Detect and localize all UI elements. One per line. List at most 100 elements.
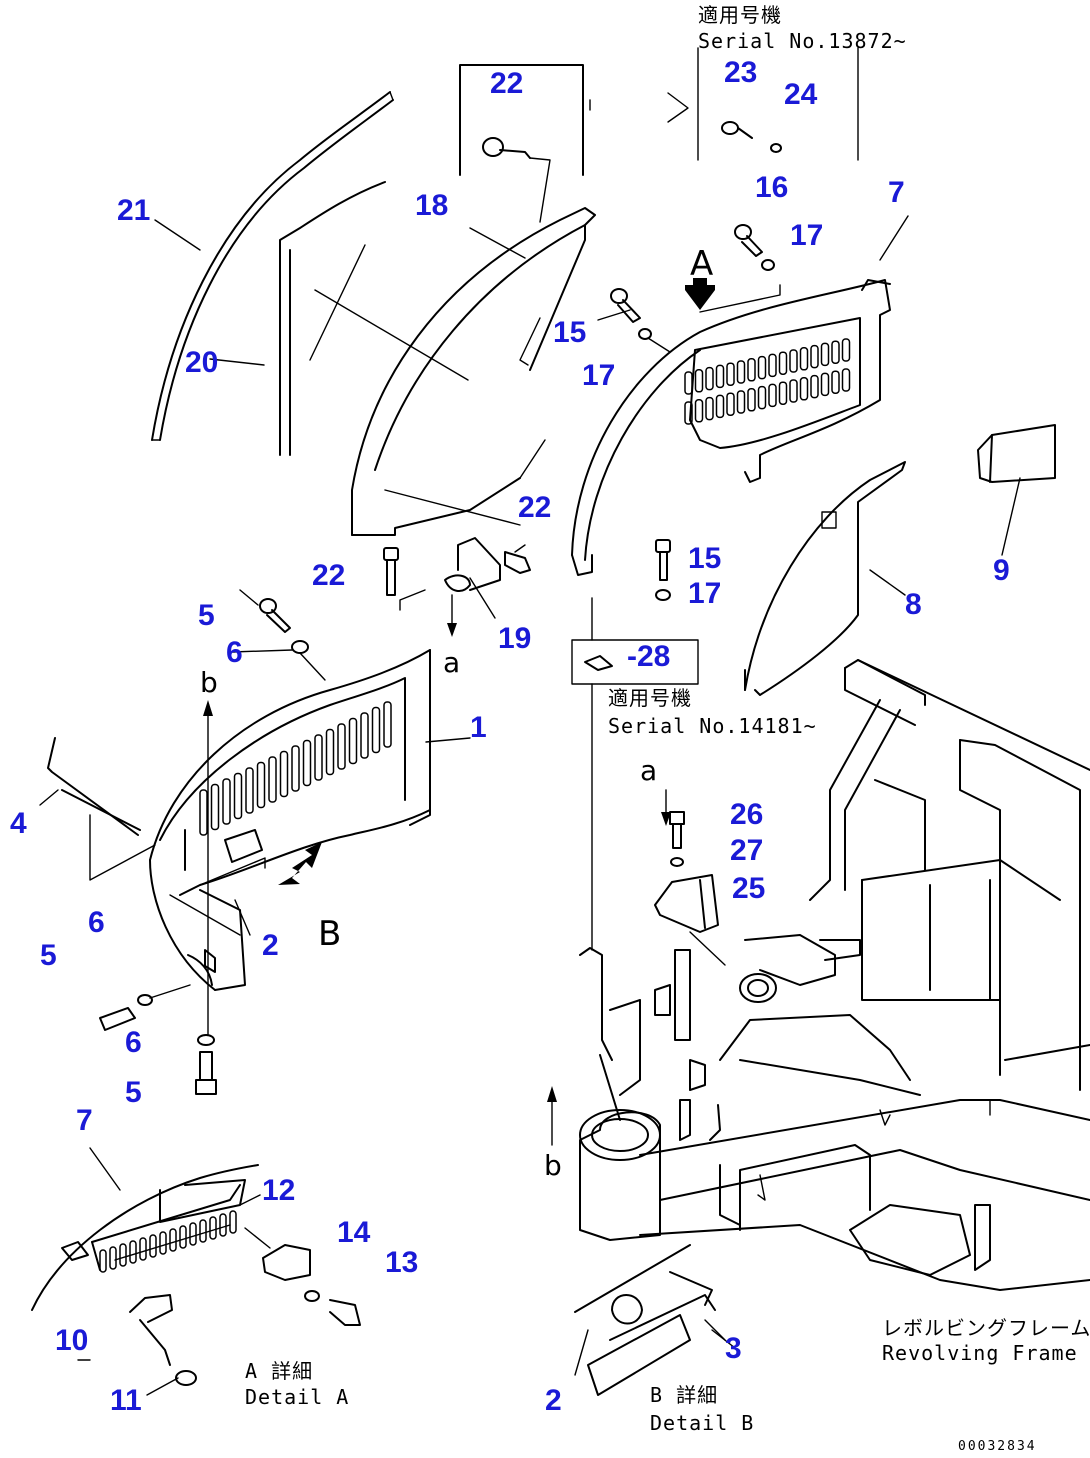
grille-slot (189, 1222, 197, 1246)
grille-slot (757, 355, 767, 380)
callout-leaders (39, 215, 1021, 1396)
serial-note-top-en: Serial No.13872~ (698, 29, 907, 53)
grille-slot (778, 381, 788, 405)
grille-slot (726, 392, 735, 416)
grille-slot (684, 371, 693, 395)
part-15-17-fasteners-lower (655, 539, 671, 601)
ref-letter-a-lower: a (640, 754, 657, 787)
callout-15b: 15 (688, 542, 721, 575)
grille-slot (291, 745, 300, 792)
grille-slot (119, 1243, 127, 1267)
callout-17c: 17 (688, 577, 721, 610)
grille-slot (233, 772, 243, 820)
grille-slot (279, 750, 289, 798)
grille-slot (789, 379, 798, 403)
callout-13: 13 (385, 1246, 418, 1279)
ref-letter-a-upper: a (443, 646, 460, 679)
callout-28: -28 (627, 640, 670, 673)
grille-slot (219, 1213, 227, 1237)
grille-slot (715, 394, 725, 419)
grille-slot (199, 1219, 207, 1243)
part-19-bracket (399, 537, 501, 619)
callout-14: 14 (337, 1216, 371, 1249)
serial-note-mid-jp: 適用号機 (608, 686, 692, 710)
detail-a-title-jp: A 詳細 (245, 1359, 313, 1383)
callout-16: 16 (755, 171, 788, 204)
callout-2a: 2 (262, 929, 279, 962)
grille-slot (149, 1234, 157, 1258)
grille-slot (109, 1246, 117, 1270)
revolving-frame-label-en: Revolving Frame (882, 1341, 1078, 1365)
part-22-upper-bolt (459, 64, 591, 223)
grille-slot (768, 353, 777, 378)
grille-slot (371, 706, 381, 754)
part-15-bolt-upper (610, 288, 671, 353)
callout-22a: 22 (490, 67, 523, 100)
part-22-lower-bolts (383, 544, 531, 596)
grille-slot (715, 364, 725, 389)
part-21-seal-strip (151, 91, 394, 441)
grille-slot (325, 728, 335, 776)
part-5-6-fasteners-bottom (195, 1034, 217, 1095)
callout-6c: 6 (125, 1026, 142, 1059)
serial-note-top-frame (667, 47, 859, 161)
detail-b-title-jp: B 詳細 (650, 1383, 718, 1407)
grille-slot (229, 1210, 237, 1234)
part-5-6-fasteners-top (259, 598, 326, 681)
grille-slot (245, 767, 254, 814)
detail-a-title-en: Detail A (245, 1385, 349, 1409)
part-26-27-fasteners (669, 811, 685, 867)
part-16-17-fasteners (734, 224, 775, 271)
grille-slot (169, 1228, 177, 1252)
grille-slot (820, 372, 830, 397)
annotations: 適用号機 Serial No.13872~ 適用号機 Serial No.141… (200, 3, 1090, 1454)
grille-slot (831, 370, 840, 394)
callout-10: 10 (55, 1324, 88, 1357)
callout-7b: 7 (76, 1104, 93, 1137)
grille-slot (694, 399, 704, 423)
grille-slot (799, 347, 809, 371)
ref-arrow-a-upper (447, 594, 457, 637)
grille-slot (810, 374, 819, 399)
callout-12: 12 (262, 1174, 295, 1207)
ref-arrow-b-vertical (203, 700, 213, 1036)
grille-slot (337, 723, 346, 770)
part-4-seal (47, 737, 156, 881)
grille-slot (694, 369, 704, 393)
grille-slot (726, 362, 735, 386)
grille-slot (810, 344, 819, 369)
part-20-panel (279, 181, 469, 456)
grille-slot (348, 717, 358, 765)
grille-slot (831, 340, 840, 364)
callout-2b: 2 (545, 1384, 562, 1417)
callout-6a: 6 (226, 636, 243, 669)
callout-15a: 15 (553, 316, 586, 349)
callout-1: 1 (470, 711, 487, 744)
grille-slot (799, 377, 809, 401)
serial-note-mid-frame (571, 597, 699, 951)
part-8-panel (744, 461, 906, 696)
callout-24: 24 (784, 78, 818, 111)
view-letter-b: B (318, 914, 341, 954)
grille-slot (314, 734, 323, 781)
grille-slot (841, 338, 851, 362)
callout-11: 11 (110, 1384, 142, 1417)
grille-slot (705, 366, 714, 391)
grille-slot (684, 401, 693, 425)
view-letter-a: A (690, 244, 713, 284)
ref-arrow-a-lower (661, 789, 671, 826)
grille-slot (820, 342, 830, 367)
part-9-cover-plate (977, 424, 1056, 483)
grille-slot (747, 358, 756, 382)
callout-22b: 22 (518, 491, 551, 524)
part-18-side-panel (351, 207, 596, 536)
grille-slot (383, 701, 392, 748)
detail-b-drawing (574, 1244, 726, 1396)
callout-5b: 5 (40, 939, 57, 972)
callout-5c: 5 (125, 1076, 142, 1109)
ref-letter-b-upper: b (200, 666, 218, 699)
callout-19: 19 (498, 622, 531, 655)
grille-slot (209, 1216, 217, 1240)
callout-9: 9 (993, 554, 1010, 587)
